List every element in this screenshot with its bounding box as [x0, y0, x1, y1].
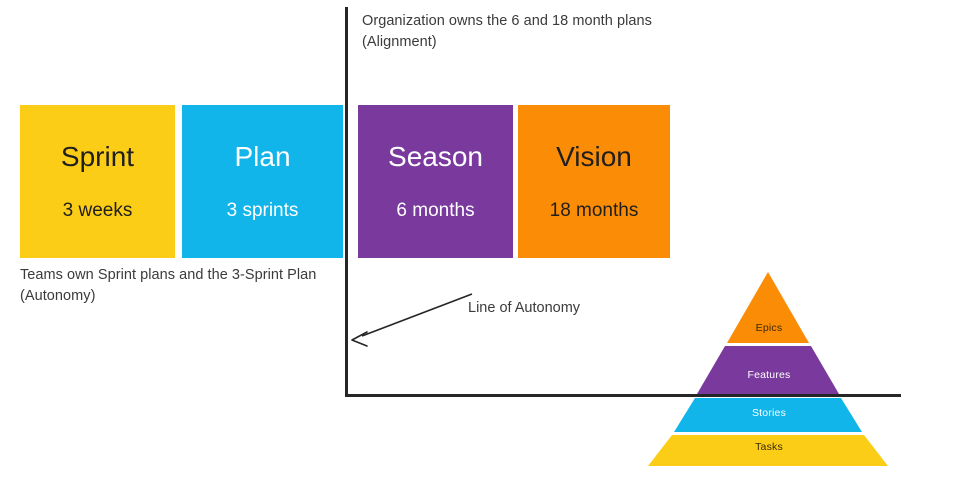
pyramid-layer-features [697, 346, 839, 394]
horizon-title-vision: Vision [556, 141, 632, 172]
alignment-annotation: Organization owns the 6 and 18 month pla… [362, 13, 652, 50]
line-of-autonomy-arrow-icon [351, 293, 473, 347]
autonomy-annotation: Teams own Sprint plans and the 3-Sprint … [20, 267, 317, 304]
pyramid-layer-epics [727, 272, 809, 343]
pyramid-shape [648, 272, 888, 466]
horizon-duration-sprint: 3 weeks [62, 200, 133, 221]
work-item-pyramid: Epics Features Stories Tasks [598, 270, 940, 470]
horizon-card-sprint[interactable]: Sprint 3 weeks [20, 105, 175, 258]
horizon-duration-vision: 18 months [549, 200, 639, 221]
vertical-divider-line [345, 7, 348, 397]
horizon-title-sprint: Sprint [60, 141, 135, 172]
horizon-card-vision[interactable]: Vision 18 months [518, 105, 670, 258]
horizon-card-plan[interactable]: Plan 3 sprints [182, 105, 343, 258]
horizon-duration-season: 6 months [396, 200, 475, 221]
pyramid-layer-stories [674, 398, 862, 432]
horizon-card-season[interactable]: Season 6 months [358, 105, 513, 258]
horizon-title-plan: Plan [234, 141, 291, 172]
line-of-autonomy-label: Line of Autonomy [468, 300, 581, 316]
horizon-title-season: Season [388, 141, 483, 172]
horizontal-divider-line [345, 394, 901, 397]
pyramid-layer-tasks [648, 435, 888, 466]
horizon-duration-plan: 3 sprints [226, 200, 299, 221]
